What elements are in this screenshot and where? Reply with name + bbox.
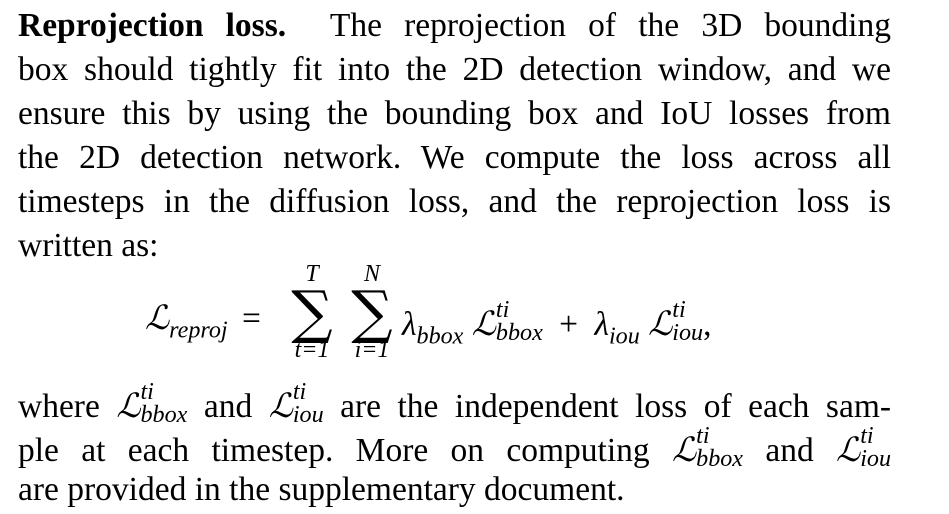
sum-t-lower: t=1 [294, 337, 330, 363]
loss-iou-inline: ℒ [268, 386, 293, 426]
lambda-bbox-sub: bbox [416, 323, 464, 350]
sum-over-t: T ∑ t=1 [282, 262, 342, 362]
loss-bbox-inline: ℒ [116, 386, 141, 426]
plus-sign: + [559, 306, 579, 344]
lhs-subscript: reproj [169, 317, 228, 344]
loss-bbox-symbol: ℒ [471, 304, 496, 344]
sigma-symbol: ∑ [291, 278, 333, 346]
sum-i-lower: i=1 [354, 337, 390, 363]
paragraph2-line-2: ple at each timestep. More on computing … [18, 423, 891, 472]
sum-t-upper: T [305, 261, 319, 287]
paragraph-line-6: written as: [18, 227, 159, 264]
sum-over-i: N ∑ i=1 [342, 262, 402, 362]
loss-symbol: ℒ [145, 298, 170, 337]
paragraph-line-2: box should tightly fit into the 2D detec… [18, 51, 891, 88]
comma: , [703, 306, 712, 344]
sigma-symbol: ∑ [351, 278, 393, 346]
paragraph-line-3: ensure this by using the bounding box an… [18, 95, 891, 132]
sum-i-upper: N [363, 261, 380, 287]
lambda-iou: λ [594, 306, 609, 344]
equals-sign: = [242, 300, 261, 337]
section-lead: Reprojection loss. [18, 7, 287, 44]
loss-bbox-inline-2: ℒ [672, 430, 697, 470]
lambda-bbox: λ [402, 306, 417, 344]
paragraph-line-4: the 2D detection network. We compute the… [18, 139, 891, 176]
paragraph-line-1: Reprojection loss. The reprojection of t… [18, 4, 891, 48]
paragraph-line-5: timesteps in the diffusion loss, and the… [18, 183, 891, 220]
paragraph2-line-3: are provided in the supplementary docume… [18, 471, 625, 508]
lambda-iou-sub: iou [608, 323, 640, 350]
equation-lhs: ℒreproj = [145, 298, 267, 344]
paragraph-text: The reprojection of the 3D bounding [329, 7, 891, 44]
loss-iou-inline-2: ℒ [836, 430, 861, 470]
loss-iou-symbol: ℒ [648, 304, 673, 344]
